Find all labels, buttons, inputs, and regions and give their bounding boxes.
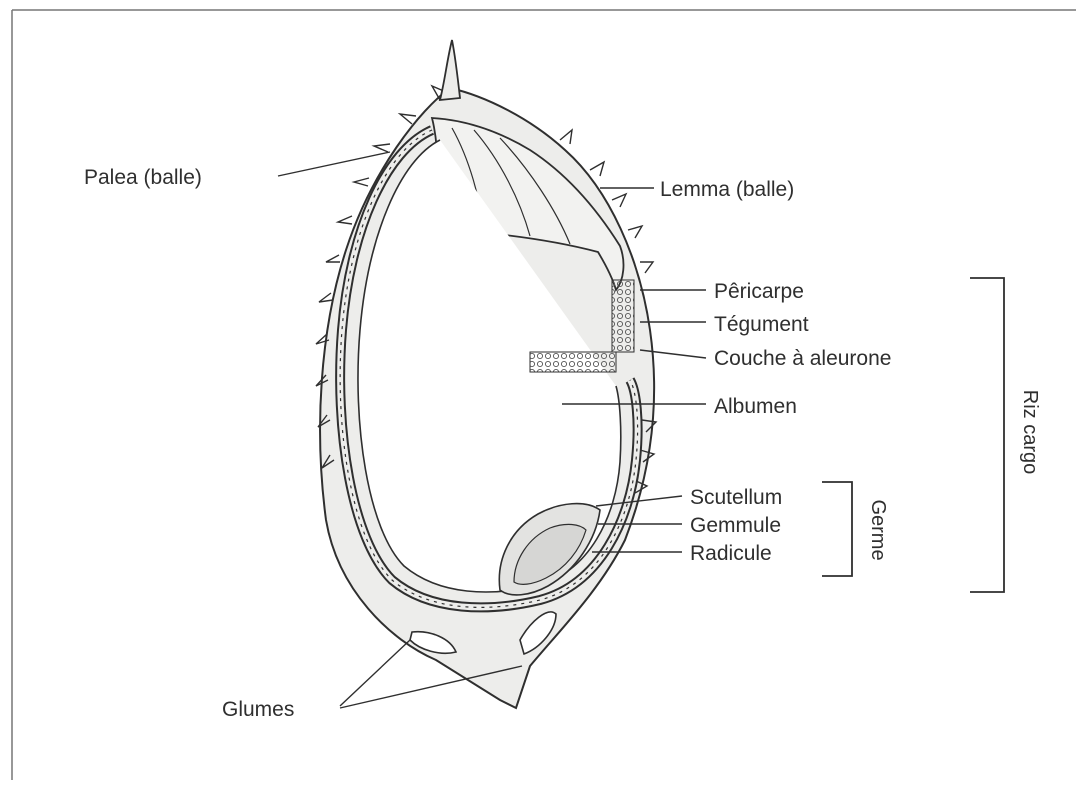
label-germe: Germe — [867, 499, 889, 560]
riz-cargo-bracket — [970, 278, 1004, 592]
label-radicule: Radicule — [690, 542, 772, 565]
aleurone-cut — [530, 352, 616, 372]
label-palea: Palea (balle) — [84, 166, 202, 189]
label-aleurone: Couche à aleurone — [714, 347, 891, 370]
label-pericarpe: Pêricarpe — [714, 280, 804, 303]
leader-palea — [278, 152, 390, 176]
seed-coat-layers — [612, 280, 634, 352]
label-tegument: Tégument — [714, 313, 809, 336]
germe-bracket — [822, 482, 852, 576]
label-lemma: Lemma (balle) — [660, 178, 794, 201]
label-riz-cargo: Riz cargo — [1019, 390, 1041, 474]
label-glumes: Glumes — [222, 698, 294, 721]
awn-tip — [440, 40, 460, 100]
label-albumen: Albumen — [714, 395, 797, 418]
label-gemmule: Gemmule — [690, 514, 781, 537]
label-scutellum: Scutellum — [690, 486, 782, 509]
leader-glumes-left — [340, 640, 410, 706]
